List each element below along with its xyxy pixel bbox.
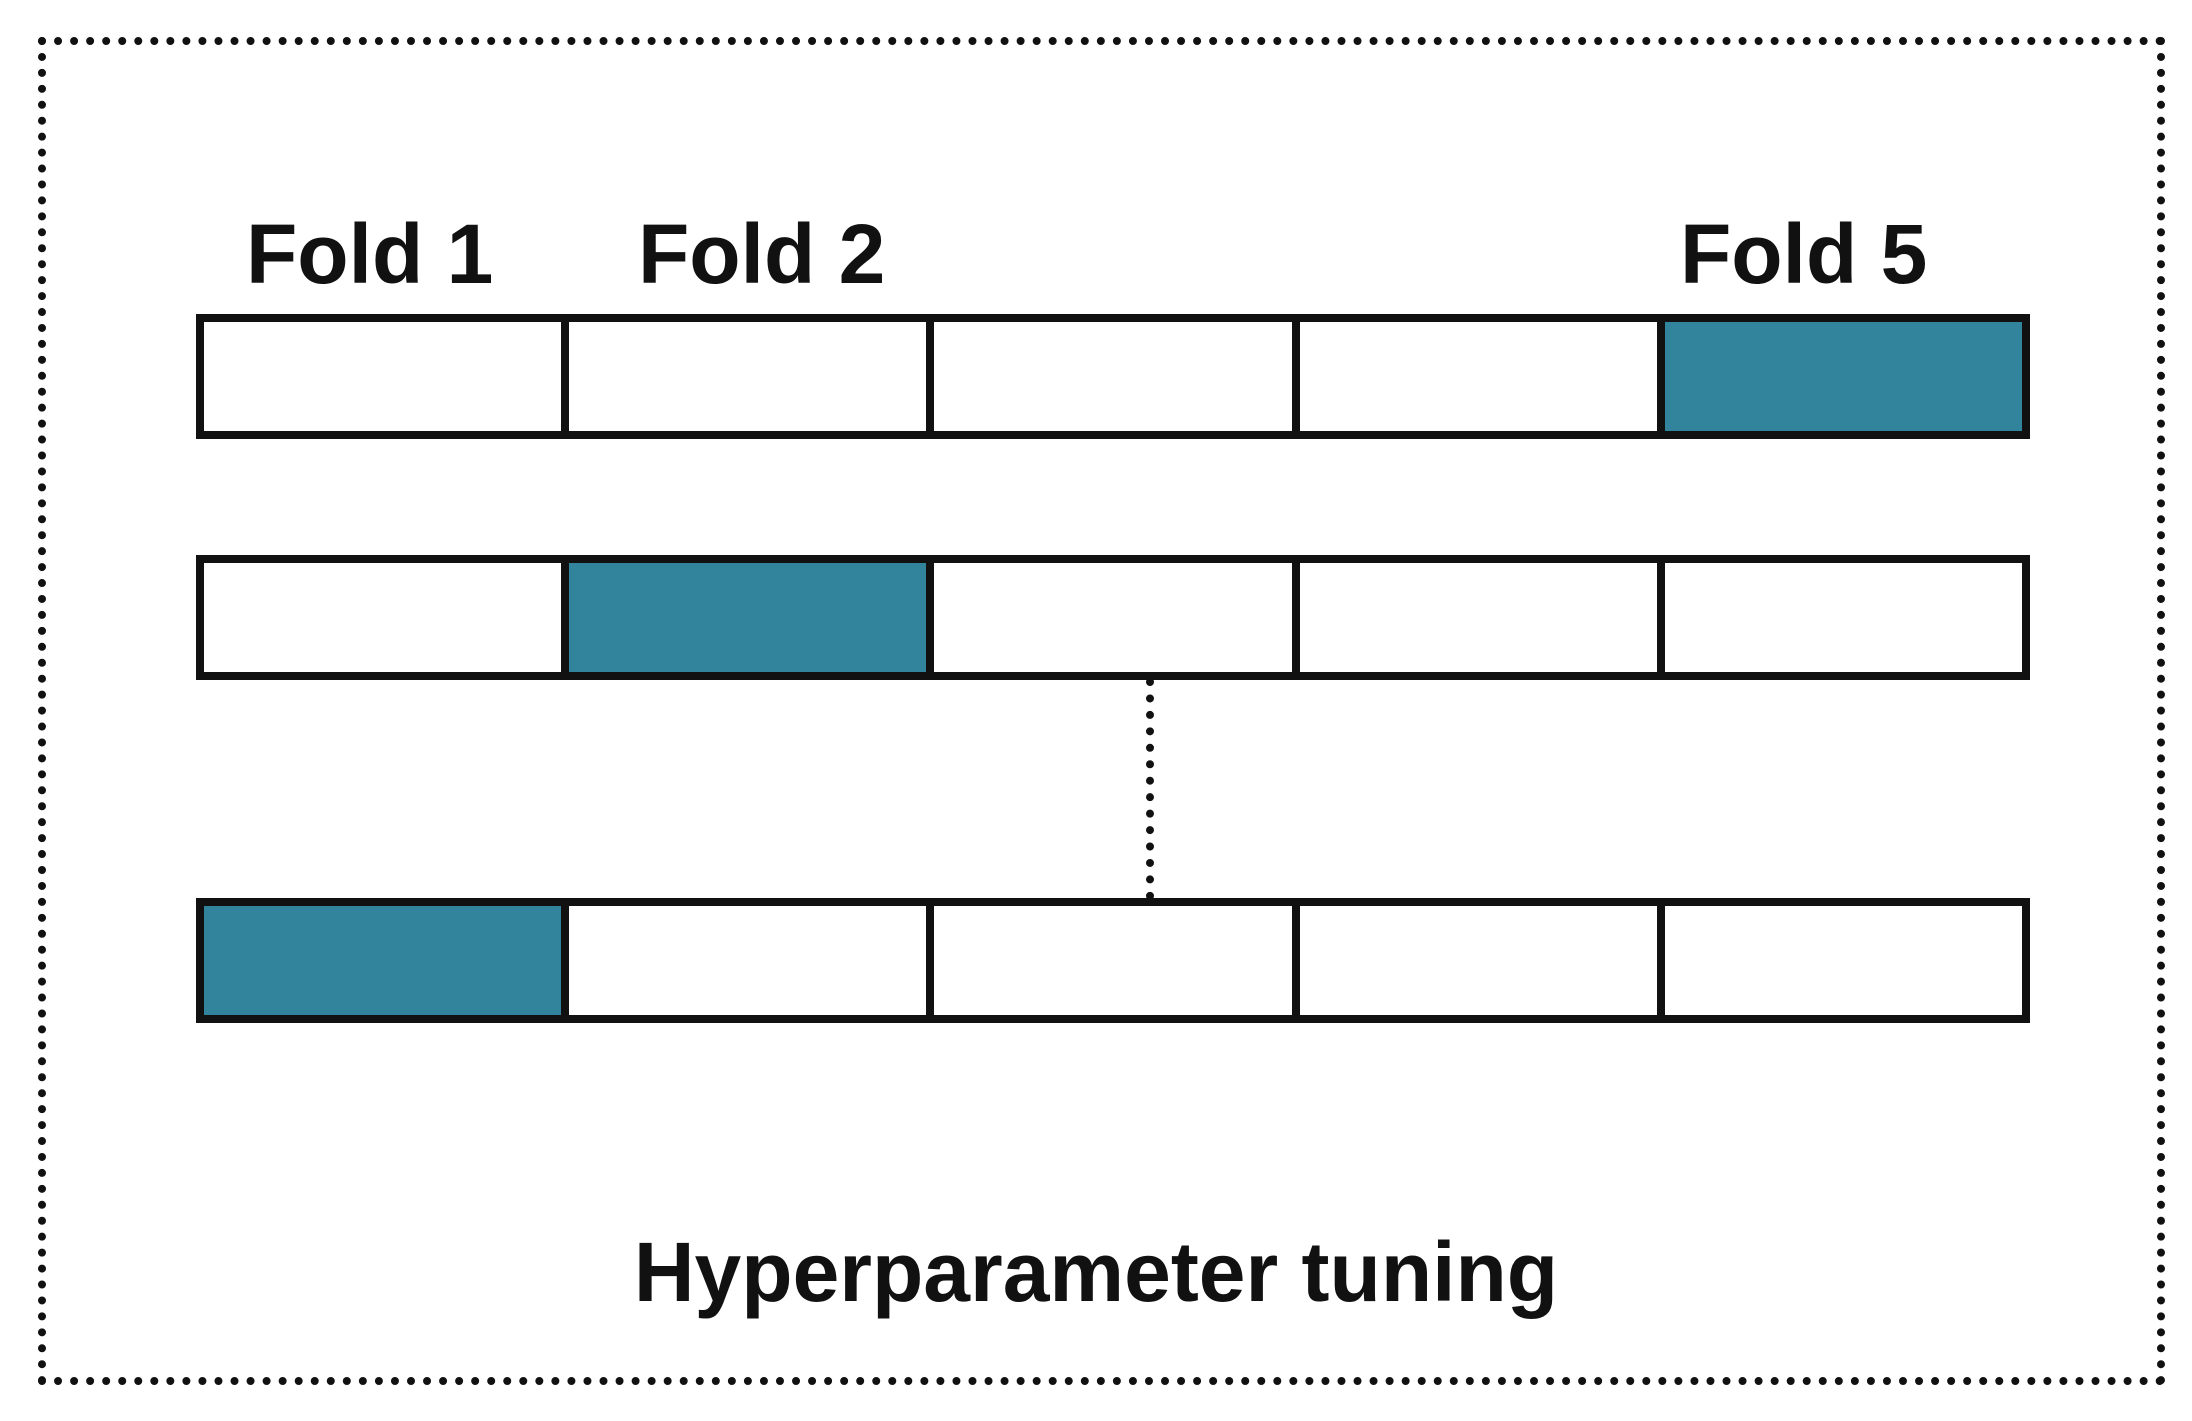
diagram-caption: Hyperparameter tuning [633, 1225, 1559, 1319]
diagram-frame [38, 37, 2165, 1385]
fold-1-label: Fold 1 [246, 207, 494, 301]
training-fold-cell [1664, 563, 2023, 672]
training-fold-cell [1299, 322, 1665, 431]
training-fold-cell [1299, 906, 1665, 1015]
training-fold-cell [204, 322, 570, 431]
training-fold-cell [934, 563, 1300, 672]
validation-fold-cell [569, 563, 935, 672]
validation-fold-cell [1664, 322, 2023, 431]
fold-row-2 [196, 555, 2030, 680]
ellipsis-connector [1146, 678, 1154, 900]
training-fold-cell [934, 906, 1300, 1015]
validation-fold-cell [204, 906, 570, 1015]
training-fold-cell [1664, 906, 2023, 1015]
fold-row-3 [196, 898, 2030, 1023]
fold-5-label: Fold 5 [1680, 207, 1928, 301]
fold-row-1 [196, 314, 2030, 439]
training-fold-cell [204, 563, 570, 672]
training-fold-cell [569, 322, 935, 431]
fold-2-label: Fold 2 [638, 207, 886, 301]
training-fold-cell [1299, 563, 1665, 672]
training-fold-cell [569, 906, 935, 1015]
training-fold-cell [934, 322, 1300, 431]
